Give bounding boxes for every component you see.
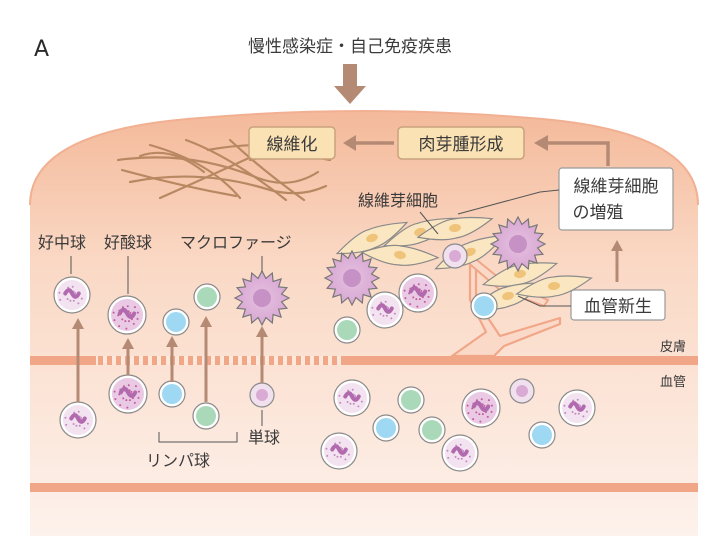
macrophage-cell: [323, 249, 381, 307]
migration-arrow: [122, 338, 134, 375]
angiogenesis-label: 血管新生: [584, 297, 652, 317]
neutrophil-cell: [53, 276, 91, 314]
wall-gap-segment: [242, 356, 247, 365]
title-down-arrow: [334, 64, 366, 104]
macrophage-cell: [489, 215, 547, 273]
eosinophil-cell: [461, 388, 501, 428]
label-lymphocyte: リンパ球: [146, 451, 210, 470]
lymphocyte-cell: [418, 416, 446, 444]
label-neutrophil: 好中球: [38, 233, 86, 252]
migration-arrow: [166, 336, 178, 382]
wall-gap-segment: [323, 356, 328, 365]
lymphocyte-cell: [162, 308, 190, 336]
label-eosinophil: 好酸球: [104, 233, 152, 252]
arrow-group: [72, 64, 623, 402]
wall-gap-segment: [152, 356, 157, 365]
diagram-title: 慢性感染症・自己免疫疾患: [248, 36, 452, 57]
lymphocyte-cell: [470, 292, 498, 320]
monocyte-cell: [249, 382, 275, 408]
eosinophil-cell: [107, 295, 147, 335]
fibrosis-box: 線維化: [248, 126, 336, 160]
monocyte-cell: [509, 378, 535, 404]
wall-gap-segment: [188, 356, 193, 365]
label-macrophage: マクロファージ: [180, 233, 292, 252]
lymphocyte-cell: [397, 386, 425, 414]
granulation-to-fibrosis-arrow: [343, 135, 394, 151]
neutrophil-cell: [558, 389, 596, 427]
wall-gap-segment: [197, 356, 202, 365]
wall-gap-segment: [341, 356, 346, 365]
wall-gap-segment: [314, 356, 319, 365]
eosinophil-cell: [108, 374, 148, 414]
wall-gap-segment: [296, 356, 301, 365]
fibroblast-cell: [515, 275, 593, 298]
label-monocyte: 単球: [248, 428, 280, 447]
wall-gap-segment: [224, 356, 229, 365]
proliferation-to-granulation-arrow: [534, 135, 610, 166]
wall-gap-segment: [278, 356, 283, 365]
macrophage-cell: [233, 269, 291, 327]
neutrophil-cell: [320, 432, 358, 470]
wall-gap-segment: [116, 356, 121, 365]
fibroblast-group: [335, 216, 593, 311]
wall-gap-segment: [98, 356, 103, 365]
neutrophil-cell: [441, 434, 479, 472]
wall-gap-segment: [233, 356, 238, 365]
migration-arrow: [72, 318, 84, 402]
wall-gap-segment: [161, 356, 166, 365]
wall-gap-segment: [215, 356, 220, 365]
tissue-surface-line: [29, 110, 699, 206]
wall-gap-segment: [287, 356, 292, 365]
wall-gap-segment: [332, 356, 337, 365]
fibroblast-cell: [360, 244, 440, 266]
fibroblast-proliferation-box: 線維芽細胞 の増殖: [558, 167, 674, 231]
wall-gap-segment: [179, 356, 184, 365]
migration-arrow: [611, 240, 623, 282]
eosinophil-cell: [398, 273, 438, 313]
lymphocyte-cell: [192, 402, 220, 430]
label-vessel: 血管: [660, 375, 686, 390]
wall-gap-segment: [143, 356, 148, 365]
migration-arrow: [256, 326, 268, 383]
monocyte-cell: [442, 243, 468, 269]
panel-letter: A: [34, 37, 49, 62]
lymphocyte-cell: [333, 316, 361, 344]
wall-gap-segment: [305, 356, 310, 365]
lymphocyte-cell: [193, 283, 221, 311]
cell-group: [53, 215, 596, 472]
migration-arrow: [200, 316, 212, 402]
angiogenesis-box: 血管新生: [570, 289, 666, 321]
fibrosis-label: 線維化: [267, 135, 318, 155]
fibroblast-proliferation-line2: の増殖: [573, 203, 624, 223]
fibroblast-proliferation-line1: 線維芽細胞: [574, 177, 659, 197]
neutrophil-cell: [366, 291, 404, 329]
lymphocyte-cell: [158, 380, 186, 408]
neutrophil-cell: [59, 401, 97, 439]
fibroblast-cell: [416, 216, 494, 241]
wall-gap-segment: [206, 356, 211, 365]
neutrophil-cell: [333, 379, 371, 417]
leader-lines: [70, 189, 571, 443]
granulation-box: 肉芽腫形成: [397, 126, 525, 160]
wall-gap-segment: [251, 356, 256, 365]
granulation-label: 肉芽腫形成: [419, 135, 504, 155]
lymphocyte-cell: [528, 421, 556, 449]
wall-gap-segment: [269, 356, 274, 365]
lymphocyte-cell: [372, 414, 400, 442]
wall-gap-segment: [107, 356, 112, 365]
label-skin: 皮膚: [660, 339, 686, 355]
label-fibroblast: 線維芽細胞: [358, 191, 438, 210]
wall-gap-segment: [134, 356, 139, 365]
